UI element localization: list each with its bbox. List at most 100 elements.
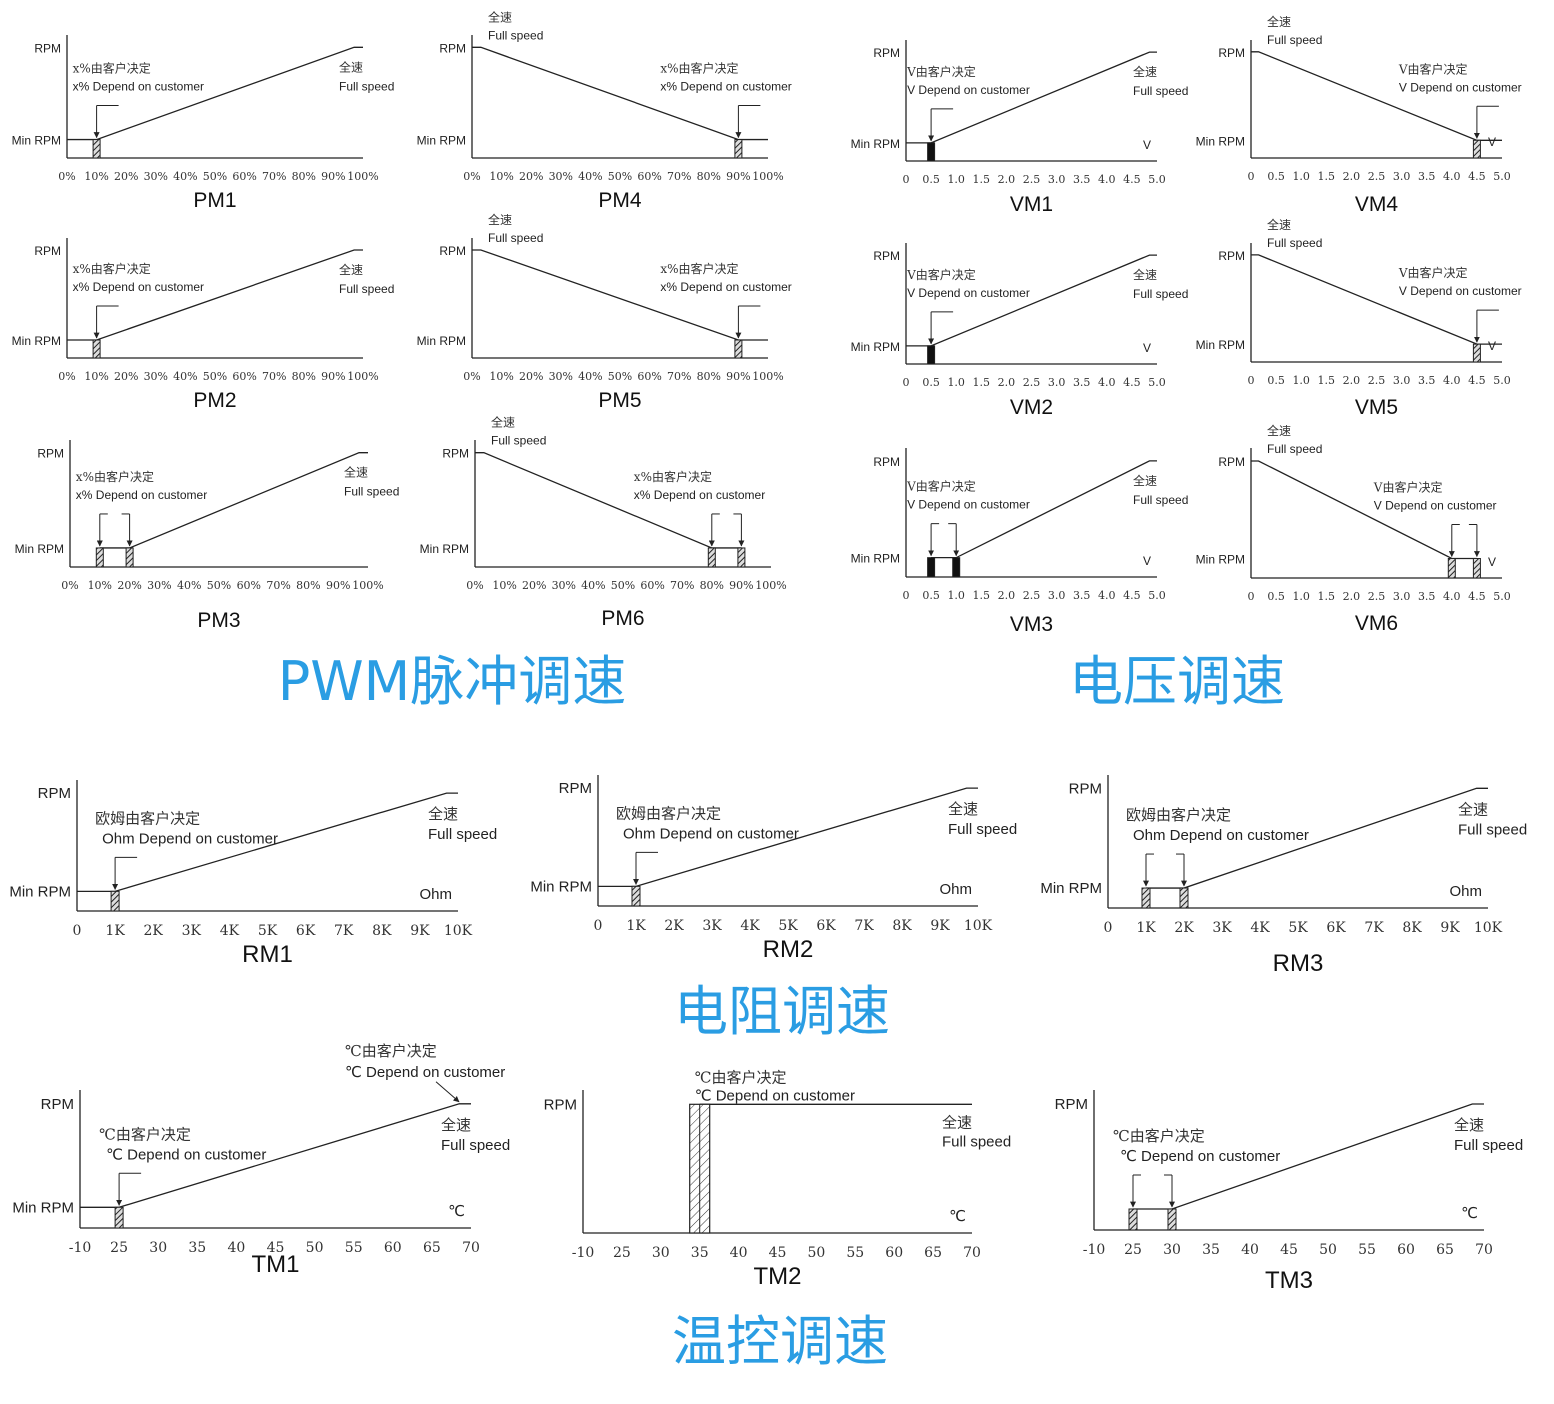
full-speed-en: Full speed [1454,1137,1523,1154]
x-tick-label: 3K [702,918,722,934]
x-tick-label: 10K [1474,920,1503,936]
x-tick-label: 1.0 [947,589,965,602]
threshold-marker [92,139,101,159]
x-tick-label: 10% [84,170,108,183]
x-tick-label: 65 [1436,1242,1454,1258]
x-tick-label: 0% [463,170,480,183]
min-rpm-label: Min RPM [851,552,900,566]
x-tick-label: 45 [769,1245,787,1261]
x-tick-label: 100% [347,170,378,183]
x-tick-label: -10 [1083,1242,1106,1258]
x-tick-label: 2K [1174,920,1194,936]
x-tick-label: 8K [1402,920,1422,936]
x-tick-label: 20% [519,370,543,383]
min-rpm-label: Min RPM [417,334,466,348]
x-tick-label: 0% [466,579,483,592]
chart-title: PM4 [598,189,642,212]
annotation-cn: V由客户决定 [1398,61,1468,76]
x-tick-label: 70% [670,579,694,592]
full-speed-en: Full speed [1133,493,1188,507]
x-tick-label: 9K [410,923,430,939]
annotation-cn: x%由客户决定 [660,61,738,76]
x-tick-label: 6K [296,923,316,939]
annotation-cn: x%由客户决定 [76,469,154,484]
chart-pm3: 0%10%20%30%40%50%60%70%80%90%100%PM3RPMM… [15,440,399,632]
x-tick-label: 50 [1319,1242,1337,1258]
chart-title: TM3 [1265,1267,1313,1294]
full-speed-en: Full speed [1267,33,1322,47]
x-tick-label: 0.5 [1267,170,1285,183]
annotation-cn: ℃由客户决定 [1113,1127,1205,1145]
x-unit-label: V [1488,135,1496,149]
min-rpm-label: Min RPM [851,137,900,151]
full-speed-en: Full speed [948,821,1017,838]
x-tick-label: 70% [266,579,290,592]
chart-title: RM3 [1273,950,1324,977]
x-tick-label: 4.0 [1443,374,1461,387]
x-tick-label: 3.0 [1393,170,1411,183]
x-tick-label: 60% [237,579,261,592]
x-tick-label: 40 [1241,1242,1259,1258]
full-speed-en: Full speed [488,28,543,42]
full-speed-cn: 全速 [491,415,515,430]
chart-pm1: 0%10%20%30%40%50%60%70%80%90%100%PM1RPMM… [12,35,394,212]
x-unit-label: V [1143,341,1151,355]
annotation-en: Ohm Depend on customer [102,830,278,847]
annotation-en: V Depend on customer [1399,284,1522,298]
x-tick-label: 60% [232,370,256,383]
x-tick-label: 65 [423,1240,441,1256]
x-tick-label: 30% [144,370,168,383]
threshold-marker [734,339,743,359]
x-tick-label: 3.0 [1393,590,1411,603]
y-axis-label: RPM [34,244,61,258]
x-tick-label: 40% [578,370,602,383]
annotation-en: V Depend on customer [907,498,1030,512]
x-tick-label: 80% [700,579,724,592]
x-tick-label: 60 [885,1245,903,1261]
x-tick-label: 50% [611,579,635,592]
annotation-en: x% Depend on customer [660,80,791,94]
annotation-cn: x%由客户决定 [634,469,712,484]
threshold-marker [1447,558,1456,579]
full-speed-cn: 全速 [948,800,978,818]
x-unit-label: V [1488,339,1496,353]
threshold-marker [92,339,101,359]
x-tick-label: 0% [463,370,480,383]
x-tick-label: 4.5 [1123,589,1141,602]
x-tick-label: 1K [626,918,646,934]
x-tick-label: 1K [105,923,125,939]
annotation-en: V Depend on customer [907,286,1030,300]
annotation-en: Ohm Depend on customer [1133,827,1309,844]
x-tick-label: 2.5 [1368,590,1386,603]
x-tick-label: 80% [292,170,316,183]
x-tick-label: 0% [58,370,75,383]
x-tick-label: 7K [1364,920,1384,936]
speed-curve [1251,460,1477,560]
chart-title: TM2 [754,1263,802,1290]
x-tick-label: 2K [144,923,164,939]
min-rpm-label: Min RPM [530,878,592,895]
x-tick-label: -10 [69,1240,92,1256]
full-speed-en: Full speed [942,1133,1011,1150]
x-tick-label: 1.5 [1318,170,1336,183]
x-tick-label: 0.5 [922,376,940,389]
x-tick-label: 8K [892,918,912,934]
x-tick-label: 2.0 [998,173,1016,186]
x-tick-label: 1.5 [1318,590,1336,603]
x-tick-label: 60% [640,579,664,592]
full-speed-cn: 全速 [339,262,363,277]
x-tick-label: 0.5 [1267,374,1285,387]
annotation-cn: x%由客户决定 [660,261,738,276]
x-tick-label: 0.5 [1267,590,1285,603]
x-tick-label: 3K [1212,920,1232,936]
x-unit-label: ℃ [448,1203,465,1220]
threshold-marker [1141,887,1151,909]
y-axis-label: RPM [34,41,61,55]
x-tick-label: 50% [207,579,231,592]
x-unit-label: V [1488,555,1496,569]
x-tick-label: 3.0 [1393,374,1411,387]
x-tick-label: 2.0 [1343,374,1361,387]
